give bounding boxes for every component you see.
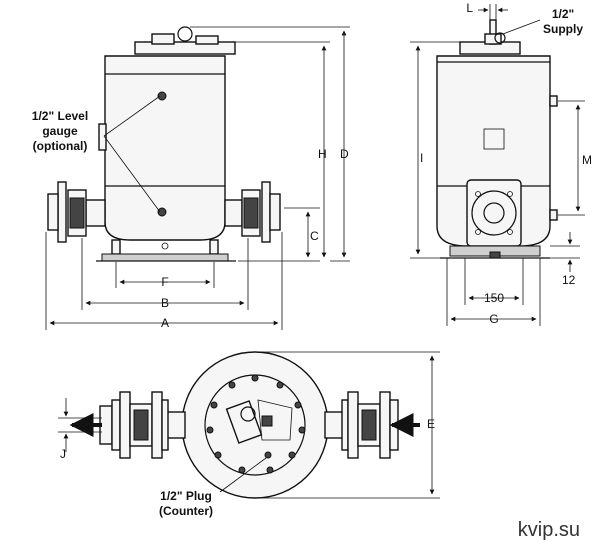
level-gauge-label-3: (optional) [33,139,88,153]
supply-label-2: Supply [543,22,583,36]
supply-label-1: 1/2" [552,7,574,21]
dim-m: M [582,153,592,167]
dim-12: 12 [562,273,576,287]
dim-j: J [60,447,66,461]
level-gauge-label-2: gauge [42,124,78,138]
dim-150: 150 [484,291,504,305]
dim-l: L [466,1,473,15]
front-view [47,26,281,262]
top-view [69,351,420,499]
dim-h: H [318,147,327,161]
side-dimensions: L I M 12 150 G [410,1,592,326]
plug-label-1: 1/2" Plug [160,489,212,503]
dim-g: G [489,312,498,326]
dim-b: B [161,296,169,310]
watermark: kvip.su [518,519,580,541]
dim-e: E [427,417,435,431]
level-gauge-label-1: 1/2" Level [32,109,88,123]
dim-f: F [161,275,168,289]
dim-c: C [310,229,319,243]
top-dimensions: E J [58,351,440,499]
front-dimensions: F B A C H D [45,26,350,330]
dim-i: I [420,151,423,165]
dim-a: A [161,316,169,330]
plug-label-2: (Counter) [159,504,213,518]
dim-d: D [340,147,349,161]
side-view [436,19,558,259]
